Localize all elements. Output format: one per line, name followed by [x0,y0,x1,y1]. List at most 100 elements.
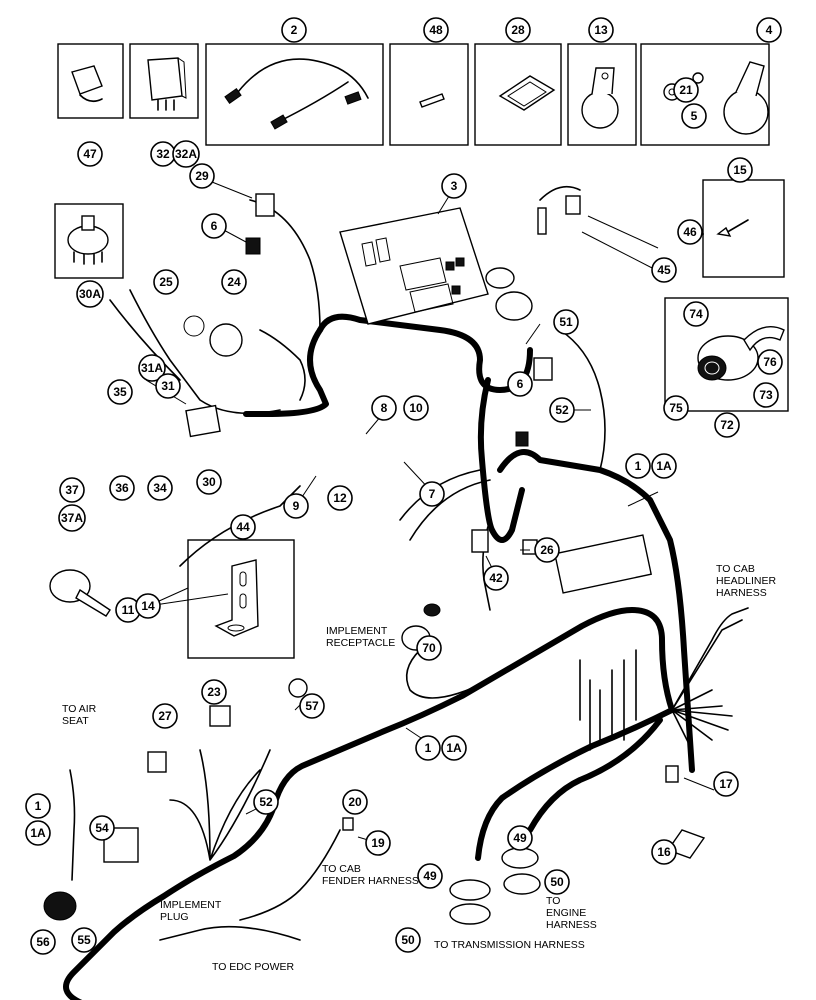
callout-number: 19 [371,836,385,850]
callout-number: 16 [657,845,671,859]
callout-number: 26 [540,543,554,557]
callout-number: 4 [766,23,773,37]
callout-number: 2 [291,23,298,37]
wire-edc [159,925,301,941]
callout-28: 28 [505,17,531,43]
callout-35: 35 [107,379,133,405]
callout-37: 37 [59,477,85,503]
callout-number: 55 [77,933,91,947]
callout-27: 27 [152,703,178,729]
callout-10: 10 [403,395,429,421]
grommet-49-left [449,879,491,901]
callout-number: 1 [35,799,42,813]
callout-number: 1 [635,459,642,473]
bracket-16 [666,829,706,859]
lower-branch-harness-2 [527,717,663,833]
connector-round-small [485,267,515,289]
fuse-block [553,534,653,594]
callout-number: 37A [61,511,83,525]
callout-number: 52 [259,795,273,809]
callout-number: 76 [763,355,777,369]
callout-49: 49 [507,825,533,851]
callout-number: 50 [401,933,415,947]
part-20 [342,817,354,831]
callout-number: 14 [141,599,155,613]
callout-number: 75 [669,401,683,415]
callout-number: 42 [489,571,503,585]
callout-55: 55 [71,927,97,953]
wire-fender [239,829,341,921]
callout-number: 1A [30,826,46,840]
callout-26: 26 [534,537,560,563]
center-harness-lower [243,327,329,417]
callout-30a: 30A [76,280,104,308]
callout-number: 36 [115,481,129,495]
callout-number: 35 [113,385,127,399]
wire-switch-30 [129,289,281,415]
ignition-key-11 [49,569,111,617]
callout-15: 15 [727,157,753,183]
callout-25: 25 [153,269,179,295]
callout-6: 6 [201,213,227,239]
callout-19: 19 [365,830,391,856]
grommet-49-right [501,847,539,869]
callout-45: 45 [651,257,677,283]
callout-number: 1A [656,459,672,473]
inset-box-48-fuse [389,43,469,146]
connector-29 [255,193,275,217]
callout-76: 76 [757,349,783,375]
callout-1a: 1A [25,820,51,846]
callout-number: 32 [156,147,170,161]
callout-number: 32A [175,147,197,161]
callout-49: 49 [417,863,443,889]
callout-29: 29 [189,163,215,189]
label-to-transmission: TO TRANSMISSION HARNESS [434,939,585,951]
lower-branch-harness [475,707,675,861]
callout-51: 51 [553,309,579,335]
callout-8: 8 [371,395,397,421]
part-17 [665,765,679,783]
callout-36: 36 [109,475,135,501]
callout-number: 9 [293,499,300,513]
callout-number: 46 [683,225,697,239]
callout-number: 12 [333,491,347,505]
inset-box-2-wire-lead [205,43,384,146]
bulb-57 [288,678,308,698]
callout-number: 51 [559,315,573,329]
callout-9: 9 [283,493,309,519]
wire-29 [249,199,321,331]
callout-number: 5 [691,109,698,123]
callout-5: 5 [681,103,707,129]
callout-number: 29 [195,169,209,183]
callout-14: 14 [135,593,161,619]
callout-1a: 1A [651,453,677,479]
callout-number: 20 [348,795,362,809]
inset-box-32-relay [129,43,199,119]
connector-6-right [515,431,529,447]
callout-number: 74 [689,307,703,321]
callout-number: 45 [657,263,671,277]
cap-25 [183,315,205,337]
knob-56 [43,891,77,921]
callout-21: 21 [673,77,699,103]
callout-number: 28 [511,23,525,37]
nut-50-left [449,903,491,925]
callout-number: 70 [422,641,436,655]
nut-50-right [503,873,541,895]
label-to-edc-power: TO EDC POWER [212,961,294,973]
connector-6-top [245,237,261,255]
callout-12: 12 [327,485,353,511]
callout-48: 48 [423,17,449,43]
switch-51 [533,357,553,381]
callout-number: 15 [733,163,747,177]
callout-11: 11 [115,597,141,623]
callout-1: 1 [25,793,51,819]
inset-box-44-bracket [187,539,295,659]
wire-fan-out-center [579,649,637,751]
callout-number: 56 [36,935,50,949]
callout-50: 50 [544,869,570,895]
callout-number: 31 [161,379,175,393]
